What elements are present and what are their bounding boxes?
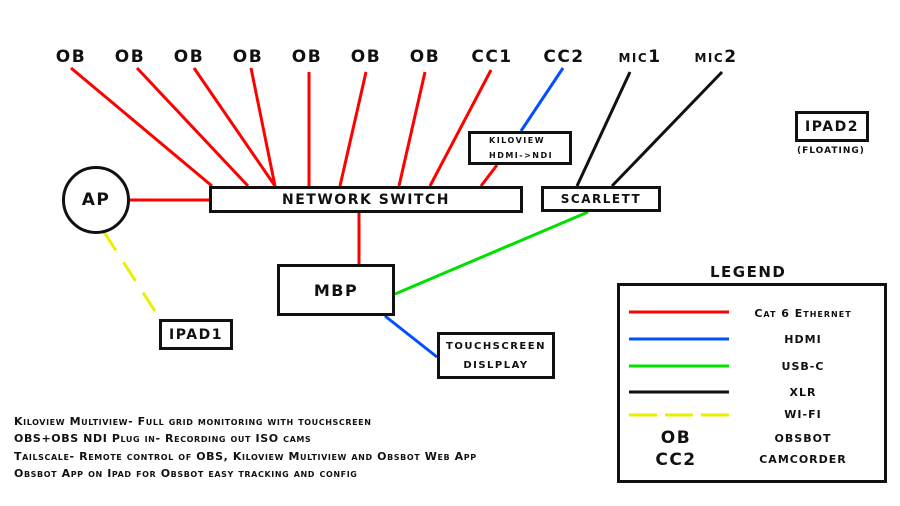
access-point-node[interactable]: AP [62,166,130,234]
legend-label-cat6: Cat 6 Ethernet [754,307,852,320]
note-line: Obsbot App on Ipad for Obsbot easy track… [14,466,358,480]
camera-label-ob-6: OB [350,47,382,67]
legend-label-usbc: USB-C [781,360,825,373]
ipad2-floating-note: (FLOATING) [797,146,865,156]
ipad1-label: IPAD1 [169,326,223,343]
network-switch-node[interactable]: NETWORK SWITCH [209,186,523,213]
touchscreen-label-line-2: DISLPLAY [463,359,529,371]
wire-usbc [394,210,589,296]
scarlett-label: SCARLETT [560,192,642,206]
camera-label-cc1: CC1 [471,47,513,67]
legend-code-ob: OB [660,428,692,448]
network-switch-label: NETWORK SWITCH [282,191,450,208]
mic-label-2: mic2 [694,47,738,67]
wire-wifi [102,231,162,320]
note-line: Kiloview Multiview- Full grid monitoring… [14,415,372,428]
camera-label-ob-5: OB [291,47,323,67]
kiloview-label-line-1: KILOVIEW [489,136,546,145]
wire-cat6 [479,164,499,187]
mbp-label: MBP [313,280,359,300]
camera-label-ob-2: OB [114,47,146,67]
scarlett-interface-node[interactable]: SCARLETT [541,186,661,212]
wire-xlr [575,71,632,187]
kiloview-converter-node[interactable]: KILOVIEW HDMI->NDI [468,131,572,165]
legend-box [617,283,887,483]
wire-hdmi [384,314,438,359]
wire-cat6 [70,66,213,188]
wire-cat6 [428,69,493,187]
wire-hdmi [519,67,565,132]
wire-cat6 [135,66,250,188]
mbp-node[interactable]: MBP [277,264,395,316]
camera-label-cc2: CC2 [543,47,585,67]
access-point-label: AP [81,190,111,210]
touchscreen-label-line-1: TOUCHSCREEN [446,340,546,352]
legend-label-wifi: WI-FI [784,408,822,421]
legend-code-cc2: CC2 [655,450,697,470]
kiloview-label-line-2: HDMI->NDI [489,151,554,160]
ipad1-node[interactable]: IPAD1 [159,319,233,350]
ipad2-label: IPAD2 [805,118,859,135]
camera-label-ob-7: OB [409,47,441,67]
legend-label-hdmi: HDMI [784,333,822,346]
note-line: OBS+OBS NDI Plug in- Recording out ISO c… [14,432,312,446]
camera-label-ob-1: OB [55,47,87,67]
wire-cat6 [397,71,427,187]
camera-label-ob-3: OB [173,47,205,67]
legend-title: LEGEND [710,263,787,281]
camera-label-ob-4: OB [232,47,264,67]
legend-label-xlr: XLR [789,386,817,399]
wire-cat6 [338,71,368,187]
ipad2-node[interactable]: IPAD2 [795,111,869,142]
legend-code-cc2-label: CAMCORDER [759,453,847,466]
note-line: Tailscale- Remote control of OBS, Kilovi… [14,449,477,463]
legend-code-ob-label: OBSBOT [774,432,832,445]
mic-label-1: mic1 [618,47,662,67]
notes-block: Kiloview Multiview- Full grid monitoring… [14,413,477,482]
wire-xlr [610,70,724,188]
wire-cat6 [249,67,277,187]
touchscreen-display-node[interactable]: TOUCHSCREEN DISLPLAY [437,332,555,379]
wire-cat6 [192,67,277,187]
